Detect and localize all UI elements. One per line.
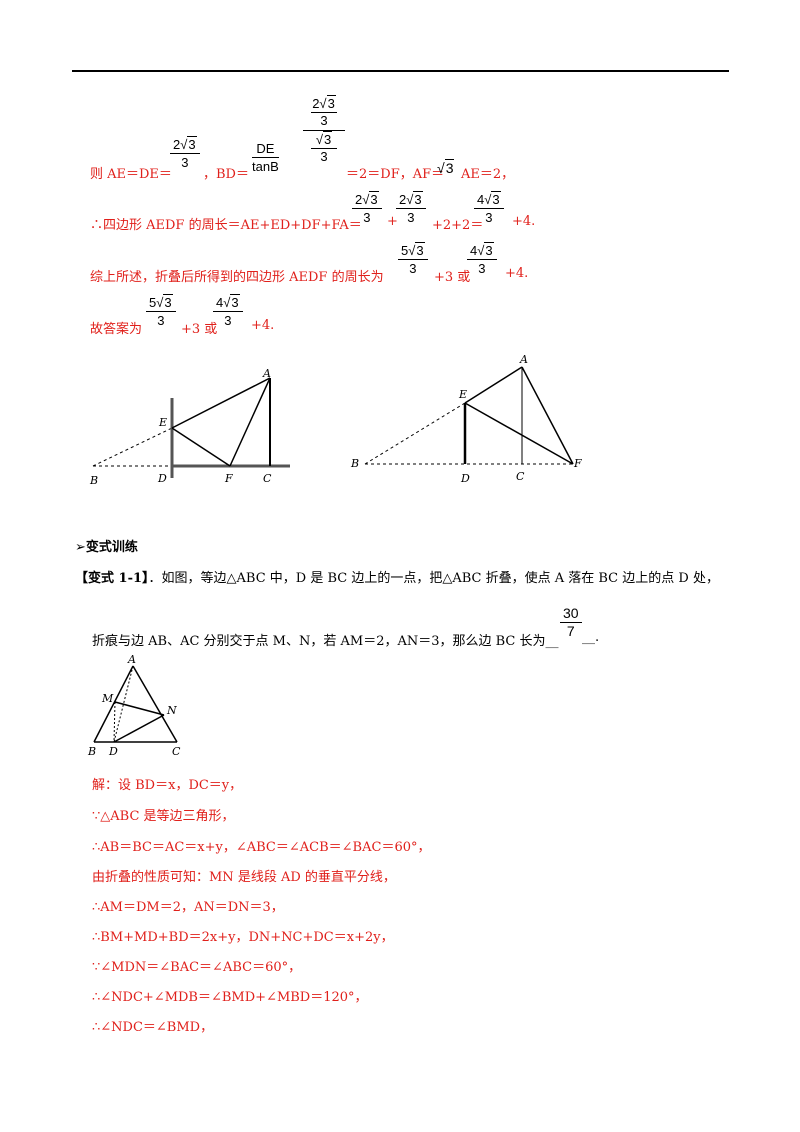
solution-line-7: ∵∠MDN＝∠BAC＝∠ABC＝60°， (92, 960, 302, 975)
fig2-label-C: C (516, 470, 525, 483)
figure-3-equilateral: A M N B D C (87, 653, 181, 758)
line3-part-b: +3 或 (434, 270, 471, 285)
fig2-label-B: B (350, 457, 359, 470)
fraction-de-over-tanb: DE tanB (252, 141, 279, 174)
fig2-label-A: A (519, 353, 528, 366)
solution-line-8: ∴∠NDC+∠MDB＝∠BMD+∠MBD＝120°， (92, 990, 368, 1005)
problem-text-2: 折痕与边 AB、AC 分别交于点 M、N，若 AM＝2，AN＝3，那么边 BC … (92, 634, 546, 649)
line2-part-d: +4. (512, 214, 536, 229)
solution-line-1: 解：设 BD＝x，DC＝y， (92, 778, 243, 793)
line3-part-a: 综上所述，折叠后所得到的四边形 AEDF 的周长为 (90, 270, 384, 285)
fig3-label-N: N (166, 704, 177, 717)
solution-line-4: 由折叠的性质可知：MN 是线段 AD 的垂直平分线， (92, 870, 396, 885)
fig3-label-D: D (108, 745, 118, 758)
solution-line-3: ∴AB＝BC＝AC＝x+y，∠ABC＝∠ACB＝∠BAC＝60°， (92, 840, 431, 855)
problem-line-1: 【变式 1-1】．如图，等边△ABC 中，D 是 BC 边上的一点，把△ABC … (75, 567, 719, 586)
fig3-fold-MN (114, 701, 165, 716)
header-rule (72, 70, 729, 72)
fraction-2root3-over-3-b: 2√3 3 (352, 191, 382, 225)
fig3-side-AB (93, 665, 134, 743)
problem-text-1: ．如图，等边△ABC 中，D 是 BC 边上的一点，把△ABC 折叠，使点 A … (148, 571, 719, 586)
fig2-label-D: D (460, 472, 470, 485)
line2-part-a: ∴四边形 AEDF 的周长＝AE+ED+DF+FA＝ (90, 218, 362, 233)
solution-line-9: ∴∠NDC＝∠BMD， (92, 1020, 214, 1035)
solution-line-6: ∴BM+MD+BD＝2x+y，DN+NC+DC＝x+2y， (92, 930, 394, 945)
line4-part-c: +4. (251, 318, 275, 333)
fig2-segment-EA (464, 366, 523, 404)
fig3-segment-ND (113, 714, 165, 743)
figure-1-fold: A E B D F C (89, 367, 290, 487)
fig1-label-E: E (158, 416, 167, 429)
fig1-label-D: D (157, 472, 167, 485)
blank-right: __. (582, 630, 600, 645)
problem-line-2: 折痕与边 AB、AC 分别交于点 M、N，若 AM＝2，AN＝3，那么边 BC … (92, 630, 559, 649)
line3-part-c: +4. (505, 266, 529, 281)
fig2-dashed-BE (364, 402, 466, 465)
fig3-label-C: C (172, 745, 181, 758)
line1-part-b: ，BD＝ (203, 167, 249, 182)
figure-2-fold: A E B D C F (350, 353, 582, 485)
line4-part-a: 故答案为 (90, 322, 143, 337)
fig1-label-C: C (263, 472, 272, 485)
problem-tag: 【变式 1-1】 (75, 571, 149, 586)
line1-part-d: AE＝2， (461, 167, 515, 182)
line2-plus: + (387, 214, 398, 229)
fig2-label-E: E (458, 388, 467, 401)
line1-part-c: ＝2＝DF，AF＝ (346, 167, 445, 182)
fig2-segment-EF (464, 402, 574, 465)
fraction-2root3-over-3: 2√3 3 (170, 136, 200, 170)
fraction-4root3-over-3: 4√3 3 (474, 191, 504, 225)
fraction-4root3-over-3-b: 4√3 3 (467, 242, 497, 276)
line1-part-a: 则 AE＝DE＝ (90, 167, 172, 182)
fig3-label-A: A (127, 653, 136, 666)
sqrt-3-inline: √3 (437, 159, 455, 176)
fig1-label-F: F (224, 472, 233, 485)
line4-part-b: +3 或 (181, 322, 218, 337)
line2-part-c: +2+2＝ (432, 218, 484, 233)
fraction-4root3-over-3-c: 4√3 3 (213, 294, 243, 328)
fig1-label-B: B (89, 474, 98, 487)
solution-line-5: ∴AM＝DM＝2，AN＝DN＝3， (92, 900, 284, 915)
fig1-segment-EA (171, 377, 271, 429)
fraction-compound: 2√3 3 √3 3 (303, 95, 345, 164)
fig1-segment-EF (171, 427, 231, 467)
arrow-icon: ➢ (75, 540, 86, 555)
blank-left: __ (545, 634, 559, 649)
section-title: 变式训练 (85, 540, 138, 555)
fig3-label-M: M (101, 692, 114, 705)
section-heading: ➢变式训练 (75, 536, 138, 555)
fig3-segment-AD (113, 665, 134, 743)
fraction-5root3-over-3: 5√3 3 (398, 242, 428, 276)
fig3-side-AC (132, 665, 178, 743)
fig3-label-B: B (87, 745, 96, 758)
fraction-5root3-over-3-b: 5√3 3 (146, 294, 176, 328)
fraction-2root3-over-3-c: 2√3 3 (396, 191, 426, 225)
fig3-segment-MD (113, 701, 116, 743)
fig1-segment-AF (229, 377, 271, 467)
answer-fraction-30-over-7: 30 7 (560, 606, 582, 639)
fig1-dashed-BE (92, 427, 173, 467)
fig1-label-A: A (262, 367, 271, 380)
fig2-segment-AF (521, 366, 574, 465)
fig2-label-F: F (573, 457, 582, 470)
solution-line-2: ∵△ABC 是等边三角形， (92, 809, 235, 824)
